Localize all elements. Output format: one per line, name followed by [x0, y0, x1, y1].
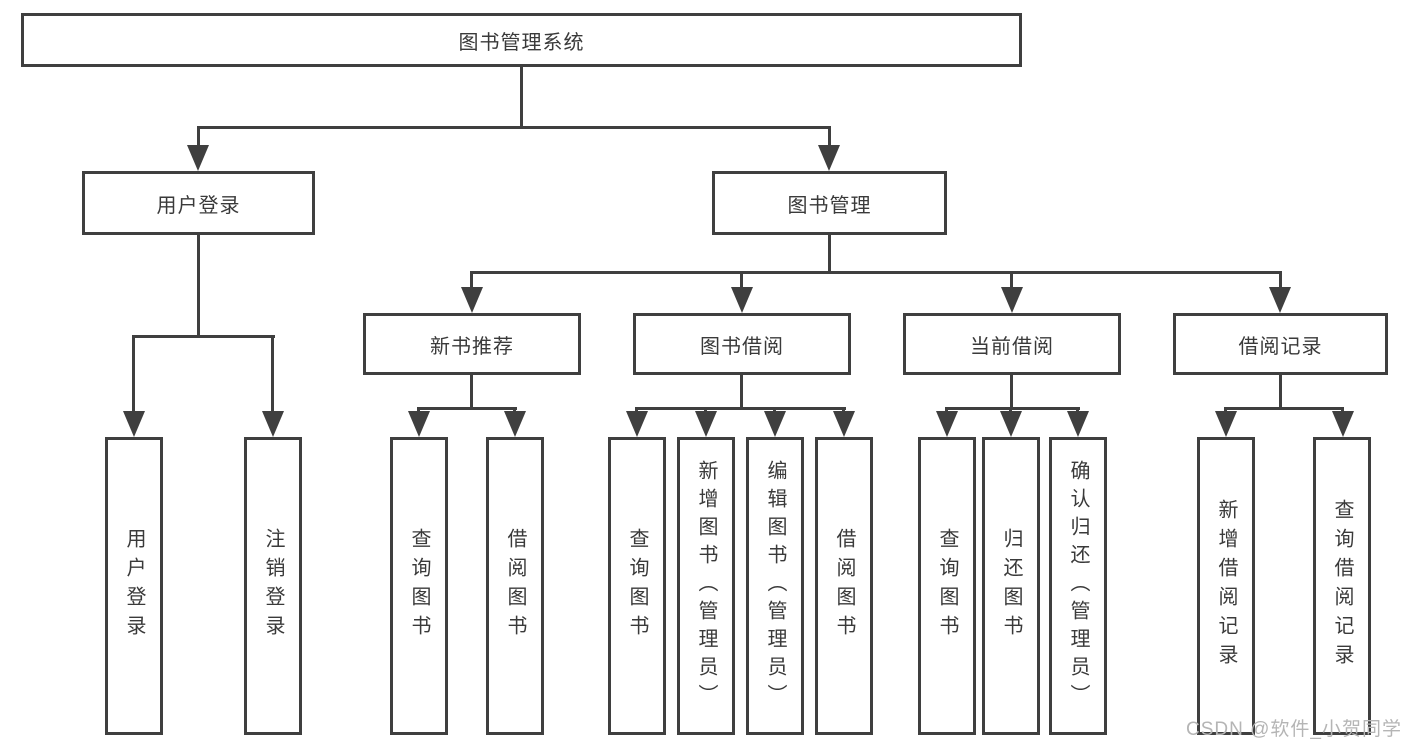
leaf-borrow-books-2: 借阅图书 — [815, 437, 873, 735]
connector-bookmgmt-hbar — [470, 271, 1282, 274]
arrowhead-br-leaf2 — [1332, 411, 1354, 437]
arrowhead-br-leaf1 — [1215, 411, 1237, 437]
leaf-confirm-return-admin: 确认归还（管理员） — [1049, 437, 1107, 735]
node-new-book-recommend: 新书推荐 — [363, 313, 581, 375]
connector-cb-leaf1-shaft — [945, 407, 948, 414]
leaf-borrow-books-1-label: 借阅图书 — [504, 528, 526, 644]
connector-login-hbar — [132, 335, 275, 338]
leaf-return-books: 归还图书 — [982, 437, 1040, 735]
arrowhead-nbr-leaf1 — [408, 411, 430, 437]
connector-root-hbar — [197, 126, 831, 129]
connector-cb-hbar — [945, 407, 1080, 410]
leaf-query-books-1: 查询图书 — [390, 437, 448, 735]
connector-br-hbar — [1224, 407, 1344, 410]
arrowhead-borrowrecords — [1269, 287, 1291, 313]
leaf-edit-books-admin-label: 编辑图书（管理员） — [764, 460, 786, 712]
node-book-management: 图书管理 — [712, 171, 947, 235]
connector-borrowrecords-shaft — [1279, 271, 1282, 289]
connector-cb-stem — [1010, 375, 1013, 410]
connector-book-mgmt-shaft — [828, 126, 831, 148]
arrowhead-book-mgmt — [818, 145, 840, 171]
leaf-borrow-books-1: 借阅图书 — [486, 437, 544, 735]
node-library-system-label: 图书管理系统 — [458, 31, 585, 54]
leaf-logout: 注销登录 — [244, 437, 302, 735]
node-current-borrowing: 当前借阅 — [903, 313, 1121, 375]
leaf-query-books-3-label: 查询图书 — [936, 528, 958, 644]
node-borrowing-records-label: 借阅记录 — [1238, 335, 1323, 358]
leaf-query-books-2-label: 查询图书 — [626, 528, 648, 644]
node-user-login: 用户登录 — [82, 171, 315, 235]
leaf-query-borrow-record: 查询借阅记录 — [1313, 437, 1371, 735]
leaf-edit-books-admin: 编辑图书（管理员） — [746, 437, 804, 735]
connector-br-leaf2-shaft — [1341, 407, 1344, 414]
arrowhead-cb-leaf3 — [1067, 411, 1089, 437]
node-borrowing-records: 借阅记录 — [1173, 313, 1388, 375]
arrowhead-bookborrow — [731, 287, 753, 313]
connector-br-stem — [1279, 375, 1282, 410]
node-new-book-recommend-label: 新书推荐 — [430, 335, 514, 358]
connector-bb-leaf1-shaft — [635, 407, 638, 414]
arrowhead-leaf-user-login — [123, 411, 145, 437]
connector-bookmgmt-stem — [828, 235, 831, 274]
arrowhead-cb-leaf2 — [1000, 411, 1022, 437]
leaf-user-login-label: 用户登录 — [123, 528, 145, 644]
arrowhead-nbr-leaf2 — [504, 411, 526, 437]
node-book-borrowing: 图书借阅 — [633, 313, 851, 375]
connector-bb-leaf4-shaft — [842, 407, 845, 414]
connector-root-stem — [520, 67, 523, 127]
connector-cb-leaf2-shaft — [1009, 407, 1012, 414]
connector-bb-hbar — [635, 407, 846, 410]
node-current-borrowing-label: 当前借阅 — [970, 335, 1054, 358]
leaf-query-books-3: 查询图书 — [918, 437, 976, 735]
leaf-query-books-2: 查询图书 — [608, 437, 666, 735]
arrowhead-user-login — [187, 145, 209, 171]
arrowhead-bb-leaf3 — [764, 411, 786, 437]
node-library-system: 图书管理系统 — [21, 13, 1022, 67]
leaf-query-books-1-label: 查询图书 — [408, 528, 430, 644]
connector-login-stem — [197, 235, 200, 338]
leaf-confirm-return-admin-label: 确认归还（管理员） — [1067, 460, 1089, 712]
connector-br-leaf1-shaft — [1224, 407, 1227, 414]
leaf-logout-label: 注销登录 — [262, 528, 284, 644]
arrowhead-bb-leaf2 — [695, 411, 717, 437]
arrowhead-bb-leaf4 — [833, 411, 855, 437]
csdn-watermark: CSDN @软件_小贺同学 — [1186, 719, 1402, 740]
connector-currentborrow-shaft — [1010, 271, 1013, 289]
leaf-add-borrow-record-label: 新增借阅记录 — [1215, 499, 1237, 673]
connector-cb-leaf3-shaft — [1076, 407, 1079, 414]
arrowhead-currentborrow — [1001, 287, 1023, 313]
arrowhead-newbook — [461, 287, 483, 313]
leaf-add-borrow-record: 新增借阅记录 — [1197, 437, 1255, 735]
leaf-return-books-label: 归还图书 — [1000, 528, 1022, 644]
leaf-add-books-admin-label: 新增图书（管理员） — [695, 460, 717, 712]
connector-leaf-logout-shaft — [271, 335, 274, 413]
connector-leaf-user-login-shaft — [132, 335, 135, 413]
connector-nbr-leaf1-shaft — [417, 407, 420, 414]
leaf-borrow-books-2-label: 借阅图书 — [833, 528, 855, 644]
connector-bb-stem — [740, 375, 743, 410]
arrowhead-cb-leaf1 — [936, 411, 958, 437]
connector-nbr-stem — [470, 375, 473, 410]
connector-bb-leaf2-shaft — [704, 407, 707, 414]
arrowhead-leaf-logout — [262, 411, 284, 437]
connector-newbook-shaft — [470, 271, 473, 289]
connector-user-login-shaft — [197, 126, 200, 148]
node-book-management-label: 图书管理 — [787, 194, 872, 217]
leaf-query-borrow-record-label: 查询借阅记录 — [1331, 499, 1353, 673]
leaf-add-books-admin: 新增图书（管理员） — [677, 437, 735, 735]
node-user-login-label: 用户登录 — [156, 194, 241, 217]
connector-nbr-leaf2-shaft — [513, 407, 516, 414]
connector-nbr-hbar — [417, 407, 517, 410]
connector-bookborrow-shaft — [740, 271, 743, 289]
node-book-borrowing-label: 图书借阅 — [700, 335, 784, 358]
arrowhead-bb-leaf1 — [626, 411, 648, 437]
connector-bb-leaf3-shaft — [773, 407, 776, 414]
leaf-user-login: 用户登录 — [105, 437, 163, 735]
